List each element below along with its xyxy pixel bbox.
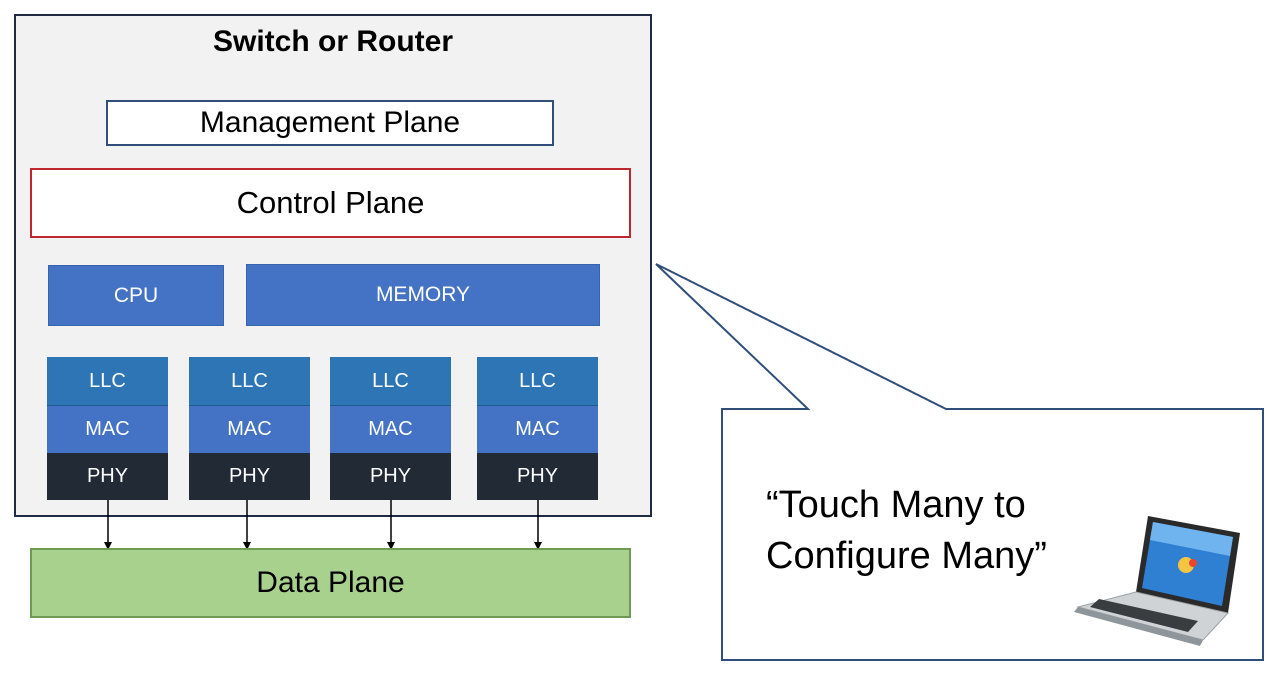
mac-layer: MAC	[189, 406, 310, 453]
control-plane: Control Plane	[30, 168, 631, 238]
llc-layer: LLC	[189, 357, 310, 406]
mac-layer: MAC	[47, 406, 168, 453]
port-stack-2: LLC MAC PHY	[189, 357, 310, 500]
management-plane: Management Plane	[106, 100, 554, 146]
phy-layer: PHY	[330, 453, 451, 500]
port-stack-4: LLC MAC PHY	[477, 357, 598, 500]
llc-layer: LLC	[477, 357, 598, 406]
data-plane: Data Plane	[30, 548, 631, 618]
phy-layer: PHY	[477, 453, 598, 500]
phy-layer: PHY	[189, 453, 310, 500]
laptop-icon	[1074, 516, 1240, 646]
mac-layer: MAC	[330, 406, 451, 453]
callout-bubble	[655, 263, 1264, 661]
phy-layer: PHY	[47, 453, 168, 500]
cpu-block: CPU	[48, 265, 224, 326]
llc-layer: LLC	[47, 357, 168, 406]
router-title: Switch or Router	[212, 25, 453, 58]
mac-layer: MAC	[477, 406, 598, 453]
llc-layer: LLC	[330, 357, 451, 406]
callout-line-2: Configure Many”	[766, 535, 1047, 577]
port-stack-3: LLC MAC PHY	[330, 357, 451, 500]
callout-line-1: “Touch Many to	[766, 484, 1026, 526]
port-stack-1: LLC MAC PHY	[47, 357, 168, 500]
memory-block: MEMORY	[246, 264, 600, 326]
callout-quote: “Touch Many to Configure Many”	[766, 480, 1086, 582]
